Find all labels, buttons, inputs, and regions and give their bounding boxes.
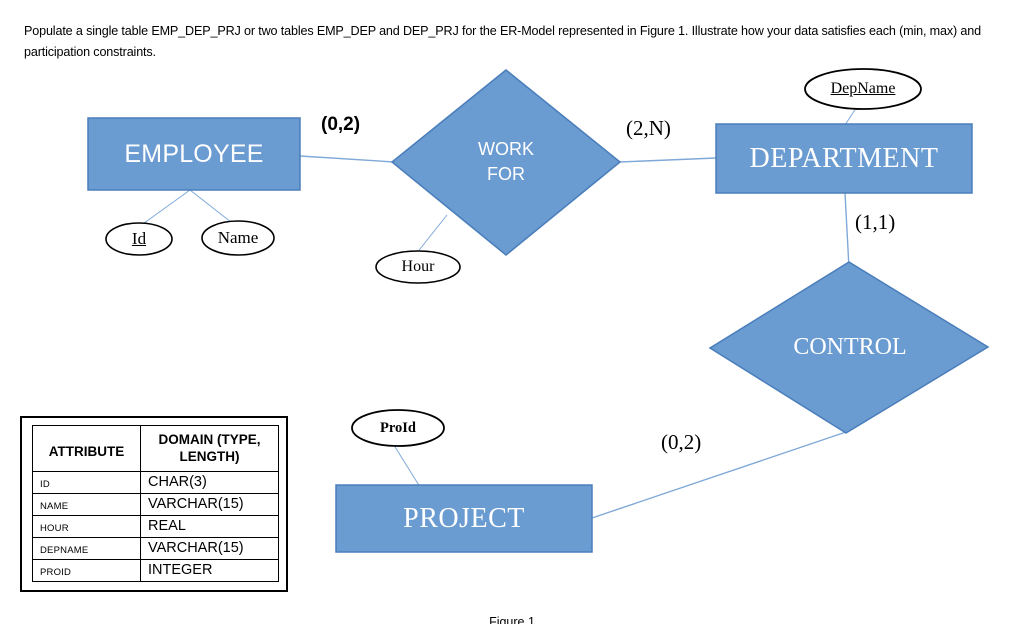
- attribute-hour-shape[interactable]: [375, 250, 461, 284]
- entity-employee-shape[interactable]: [87, 117, 301, 191]
- cardinality-control-project: (0,2): [661, 430, 702, 454]
- table-cell-domain: VARCHAR(15): [140, 537, 279, 560]
- attribute-id-shape[interactable]: [105, 222, 173, 256]
- domain-table-frame: ATTRIBUTE DOMAIN (TYPE, LENGTH) ID CH: [20, 416, 288, 592]
- table-cell-domain: CHAR(3): [140, 471, 279, 494]
- table-cell-attribute: ID: [32, 471, 141, 494]
- cardinality-employee-workfor: (0,2): [321, 114, 361, 135]
- table-cell-attribute: NAME: [32, 493, 141, 516]
- attribute-proid-shape[interactable]: [351, 409, 445, 447]
- domain-table-header-attribute: ATTRIBUTE: [32, 425, 141, 472]
- table-cell-domain: VARCHAR(15): [140, 493, 279, 516]
- connector-department-control: [844, 192, 850, 269]
- relationship-work-for-shape[interactable]: [390, 69, 622, 256]
- table-row: DEPNAME VARCHAR(15): [32, 537, 279, 560]
- domain-header-line2: LENGTH): [179, 449, 240, 464]
- table-cell-domain: REAL: [140, 515, 279, 538]
- table-row: HOUR REAL: [32, 515, 279, 538]
- connector-employee-id: [139, 189, 191, 227]
- entity-department-shape[interactable]: [715, 123, 973, 194]
- domain-table: ATTRIBUTE DOMAIN (TYPE, LENGTH) ID CH: [32, 425, 279, 582]
- cardinality-workfor-department: (2,N): [626, 116, 671, 140]
- connector-employee-name: [189, 189, 237, 227]
- relationship-control-shape[interactable]: [708, 261, 990, 434]
- table-cell-attribute: PROID: [32, 559, 141, 582]
- connector-employee-workfor: [299, 155, 395, 163]
- domain-table-header-domain: DOMAIN (TYPE, LENGTH): [140, 425, 279, 472]
- domain-table-header-row: ATTRIBUTE DOMAIN (TYPE, LENGTH): [32, 425, 279, 472]
- table-cell-attribute: DEPNAME: [32, 537, 141, 560]
- table-cell-domain: INTEGER: [140, 559, 279, 582]
- cardinality-department-control: (1,1): [855, 210, 896, 234]
- exercise-prompt-text: Populate a single table EMP_DEP_PRJ or t…: [24, 23, 981, 59]
- entity-project-shape[interactable]: [335, 484, 593, 553]
- connector-workfor-hour: [415, 214, 448, 255]
- table-row: PROID INTEGER: [32, 559, 279, 582]
- attribute-depname-shape[interactable]: [804, 68, 922, 110]
- table-row: ID CHAR(3): [32, 471, 279, 494]
- table-row: NAME VARCHAR(15): [32, 493, 279, 516]
- attribute-name-shape[interactable]: [201, 220, 275, 256]
- figure-caption: Figure 1: [489, 615, 535, 624]
- connector-control-project: [591, 431, 847, 519]
- table-cell-attribute: HOUR: [32, 515, 141, 538]
- connector-project-proid: [391, 441, 421, 488]
- domain-header-line1: DOMAIN (TYPE,: [158, 432, 261, 447]
- connector-workfor-department: [619, 157, 717, 163]
